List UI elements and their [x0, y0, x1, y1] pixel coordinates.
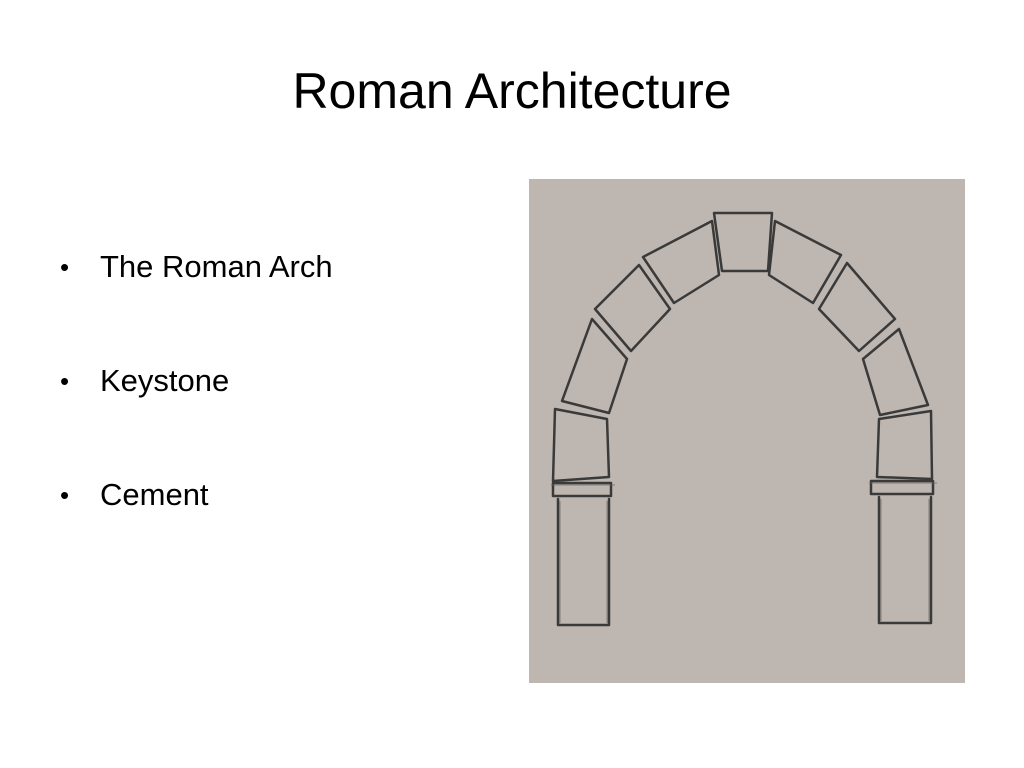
voussoir-right-2	[817, 261, 897, 353]
bullet-icon: •	[60, 366, 70, 396]
voussoir-left-2	[593, 263, 672, 353]
voussoir-left-1	[641, 219, 721, 305]
voussoir-right-4	[875, 409, 934, 481]
voussoir-left-3	[560, 317, 629, 415]
bullet-text: Keystone	[100, 363, 230, 398]
pier-left	[556, 497, 611, 627]
bullet-text: Cement	[100, 477, 209, 512]
bullet-icon: •	[60, 252, 70, 282]
voussoir-right-3	[861, 327, 930, 417]
bullet-icon: •	[60, 480, 70, 510]
bullet-item-roman-arch: • The Roman Arch	[60, 246, 500, 360]
bullet-item-keystone: • Keystone	[60, 360, 500, 474]
bullet-item-cement: • Cement	[60, 474, 500, 588]
impost-left	[551, 481, 613, 498]
roman-arch-illustration	[529, 179, 965, 683]
slide-title: Roman Architecture	[292, 63, 732, 119]
bullet-text: The Roman Arch	[100, 249, 333, 284]
impost-right	[869, 479, 935, 496]
keystone-block	[712, 211, 774, 273]
voussoir-right-1	[767, 219, 843, 305]
voussoir-left-4	[551, 407, 611, 483]
bullet-list: • The Roman Arch • Keystone • Cement	[60, 246, 500, 588]
pier-right	[877, 495, 933, 625]
arch-icon	[551, 211, 937, 627]
